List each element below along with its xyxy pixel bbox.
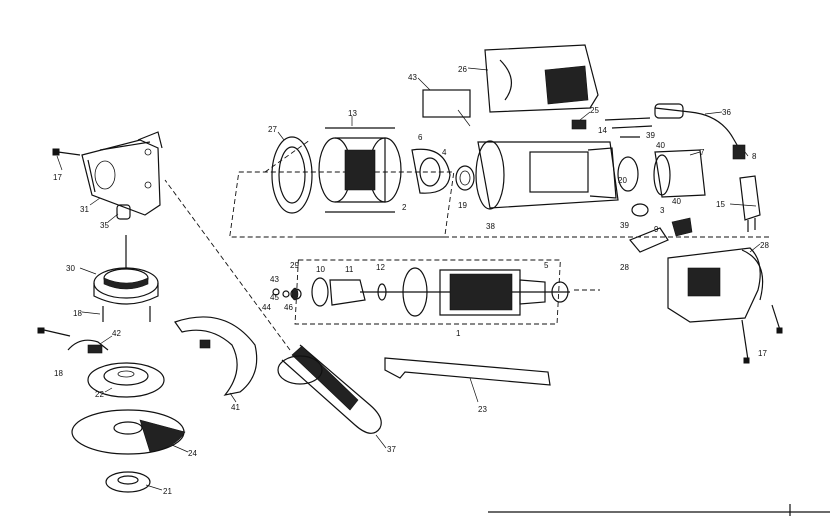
grinding-wheel-part (71, 409, 186, 455)
part-label: 20 (618, 176, 627, 185)
part-label: 25 (590, 106, 599, 115)
clamp-part (37, 327, 109, 354)
bearing-part (116, 204, 131, 220)
part-label: 39 (646, 131, 655, 140)
long-screw-part (325, 127, 395, 213)
brush-holder-part (411, 148, 451, 194)
part-label: 11 (345, 265, 354, 274)
part-label: 46 (284, 303, 293, 312)
part-label: 7 (700, 148, 705, 157)
bracket-part (384, 357, 551, 386)
part-label: 27 (268, 125, 277, 134)
part-label: 8 (752, 152, 757, 161)
end-ring-part (271, 136, 313, 214)
screw-part (52, 148, 81, 156)
end-cap-part (617, 149, 706, 198)
armature-part (360, 267, 570, 317)
part-label: 29 (290, 261, 299, 270)
plug-part (739, 175, 761, 232)
screw-part (102, 306, 151, 322)
part-label: 21 (163, 487, 172, 496)
handle-cover-part (484, 44, 599, 113)
part-label: 22 (95, 390, 104, 399)
part-label: 17 (53, 173, 62, 182)
spindle-gear-part (93, 235, 159, 305)
part-label: 41 (231, 403, 240, 412)
wheel-guard-part (174, 316, 258, 396)
part-label: 6 (418, 133, 423, 142)
part-label: 28 (620, 263, 629, 272)
part-label: 18 (54, 369, 63, 378)
part-label: 28 (760, 241, 769, 250)
part-label: 1 (456, 329, 461, 338)
part-label: 26 (458, 65, 467, 74)
part-label: 2 (402, 203, 407, 212)
gear-housing-part (81, 131, 163, 216)
brush-spring-part (629, 203, 693, 253)
part-label: 44 (262, 303, 271, 312)
part-label: 36 (722, 108, 731, 117)
rear-handle-part (667, 247, 764, 323)
part-label: 9 (654, 225, 659, 234)
part-label: 40 (672, 197, 681, 206)
part-label: 10 (316, 265, 325, 274)
screw-part (741, 304, 783, 364)
part-label: 13 (348, 109, 357, 118)
part-label: 38 (486, 222, 495, 231)
part-label: 31 (80, 205, 89, 214)
lock-nut-part (105, 471, 151, 493)
part-label: 14 (598, 126, 607, 135)
side-handle-part (164, 179, 382, 434)
part-label: 4 (442, 148, 447, 157)
inner-flange-part (87, 362, 165, 398)
power-cord-part (654, 103, 746, 160)
motor-housing-part (475, 140, 619, 210)
name-plate-part (422, 89, 471, 118)
part-label: 12 (376, 263, 385, 272)
switch-part (571, 117, 653, 138)
part-label: 43 (270, 275, 279, 284)
part-label: 40 (656, 141, 665, 150)
part-label: 30 (66, 264, 75, 273)
part-label: 43 (408, 73, 417, 82)
part-label: 3 (660, 206, 665, 215)
part-label: 19 (458, 201, 467, 210)
part-label: 17 (758, 349, 767, 358)
part-label: 39 (620, 221, 629, 230)
bearing-ring-part (455, 165, 475, 191)
part-label: 45 (270, 293, 279, 302)
part-label: 35 (100, 221, 109, 230)
field-stator-part (318, 137, 402, 203)
part-label: 15 (716, 200, 725, 209)
part-label: 24 (188, 449, 197, 458)
part-label: 18 (73, 309, 82, 318)
washer-part (272, 287, 302, 301)
part-label: 37 (387, 445, 396, 454)
part-label: 5 (544, 261, 549, 270)
part-label: 23 (478, 405, 487, 414)
part-label: 42 (112, 329, 121, 338)
